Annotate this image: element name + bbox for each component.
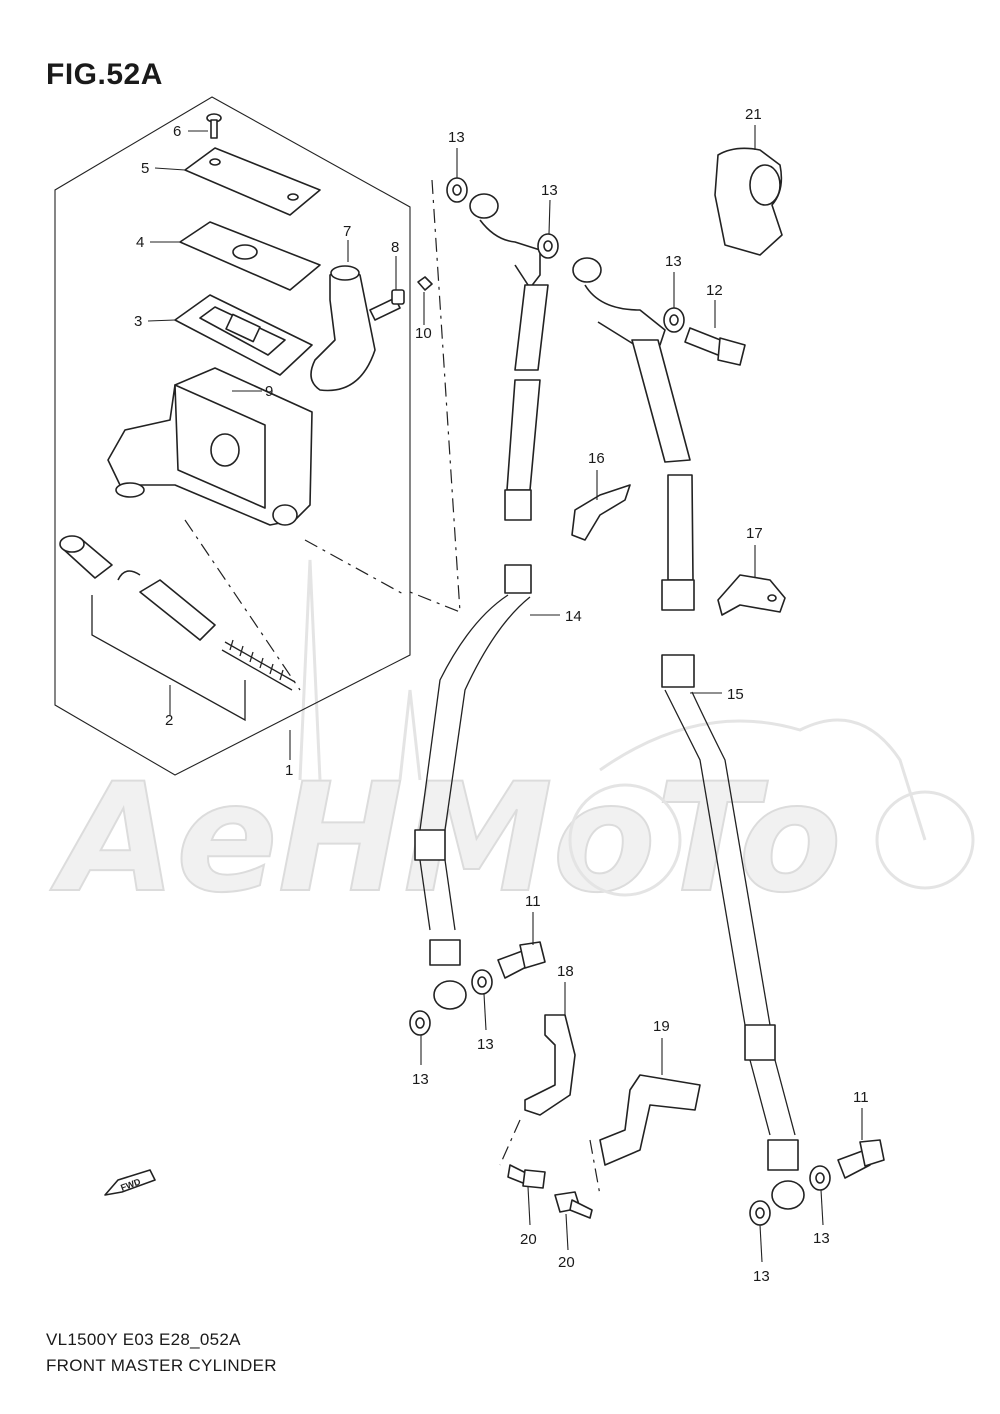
part-21-lever-boot[interactable] xyxy=(714,147,783,256)
callout-20-b: 20 xyxy=(558,1254,575,1271)
part-20-bolt-b[interactable] xyxy=(554,1191,593,1219)
part-6-screw[interactable] xyxy=(206,113,222,139)
model-code: VL1500Y E03 E28_052A xyxy=(46,1330,241,1349)
callout-11-b: 11 xyxy=(853,1089,869,1106)
callout-13-d: 13 xyxy=(412,1071,429,1088)
callout-4: 4 xyxy=(136,234,144,251)
part-2-piston-kit[interactable] xyxy=(59,535,296,691)
part-20-bolt-a[interactable] xyxy=(507,1164,546,1189)
callout-5: 5 xyxy=(141,160,149,177)
callout-13-f: 13 xyxy=(753,1268,770,1285)
part-14-brake-hose[interactable] xyxy=(414,193,549,1010)
part-10-nut[interactable] xyxy=(417,276,433,291)
callout-13-b: 13 xyxy=(541,182,558,199)
callout-17: 17 xyxy=(746,525,763,542)
master-cylinder-body[interactable] xyxy=(107,367,313,526)
part-4-diaphragm-plate[interactable] xyxy=(179,221,321,291)
callout-1: 1 xyxy=(285,762,293,779)
callout-7: 7 xyxy=(343,223,351,240)
callout-21: 21 xyxy=(745,106,762,123)
callout-9: 9 xyxy=(265,383,273,400)
part-17-hose-clamp[interactable] xyxy=(717,574,786,616)
part-13-washer-c[interactable] xyxy=(663,307,685,333)
watermark-text: AeHMoTo xyxy=(50,752,842,926)
figure-title: FIG.52A xyxy=(46,58,163,91)
callout-8: 8 xyxy=(391,239,399,256)
part-18-hose-bracket[interactable] xyxy=(524,1014,576,1116)
assembly-guide-lines xyxy=(184,179,601,1196)
callout-15: 15 xyxy=(727,686,744,703)
watermark: AeHMoTo xyxy=(49,559,975,927)
callout-6: 6 xyxy=(173,123,181,140)
part-15-brake-hose[interactable] xyxy=(572,257,805,1210)
assembly-frame xyxy=(54,96,411,776)
callout-labels: 6 5 4 3 7 8 10 9 1 2 13 13 13 12 21 14 1… xyxy=(134,106,869,1285)
forward-direction-arrow: FWD xyxy=(104,1169,156,1196)
callout-13-a: 13 xyxy=(448,129,465,146)
callout-13-e: 13 xyxy=(477,1036,494,1053)
part-7-handlebar-clamp[interactable] xyxy=(310,265,376,392)
part-13-washer-d[interactable] xyxy=(409,1010,431,1036)
part-11-union-bolt-a[interactable] xyxy=(497,941,546,979)
part-16-hose-clamp[interactable] xyxy=(571,484,631,541)
callout-2: 2 xyxy=(165,712,173,729)
callout-16: 16 xyxy=(588,450,605,467)
callout-12: 12 xyxy=(706,282,723,299)
part-13-washer-e[interactable] xyxy=(471,969,493,995)
part-3-diaphragm[interactable] xyxy=(174,294,313,376)
callout-13-g: 13 xyxy=(813,1230,830,1247)
callout-11-a: 11 xyxy=(525,893,541,910)
callout-10: 10 xyxy=(415,325,432,342)
watermark-motorcycle xyxy=(298,559,975,897)
part-5-reservoir-cap[interactable] xyxy=(184,147,321,216)
callout-20-a: 20 xyxy=(520,1231,537,1248)
part-8-clamp-bolt[interactable] xyxy=(369,289,405,321)
callout-13-c: 13 xyxy=(665,253,682,270)
assembly-name: FRONT MASTER CYLINDER xyxy=(46,1356,277,1375)
part-2-bracket xyxy=(91,595,246,722)
leader-lines xyxy=(147,125,863,1263)
part-13-washer-a[interactable] xyxy=(446,177,468,203)
part-13-washer-g[interactable] xyxy=(809,1165,831,1191)
part-13-washer-b[interactable] xyxy=(537,233,559,259)
callout-18: 18 xyxy=(557,963,574,980)
part-19-hose-bracket[interactable] xyxy=(599,1074,701,1166)
callout-3: 3 xyxy=(134,313,142,330)
callout-19: 19 xyxy=(653,1018,670,1035)
part-12-union-bolt[interactable] xyxy=(684,327,746,366)
part-13-washer-f[interactable] xyxy=(749,1200,771,1226)
part-11-union-bolt-b[interactable] xyxy=(837,1139,885,1179)
callout-14: 14 xyxy=(565,608,582,625)
